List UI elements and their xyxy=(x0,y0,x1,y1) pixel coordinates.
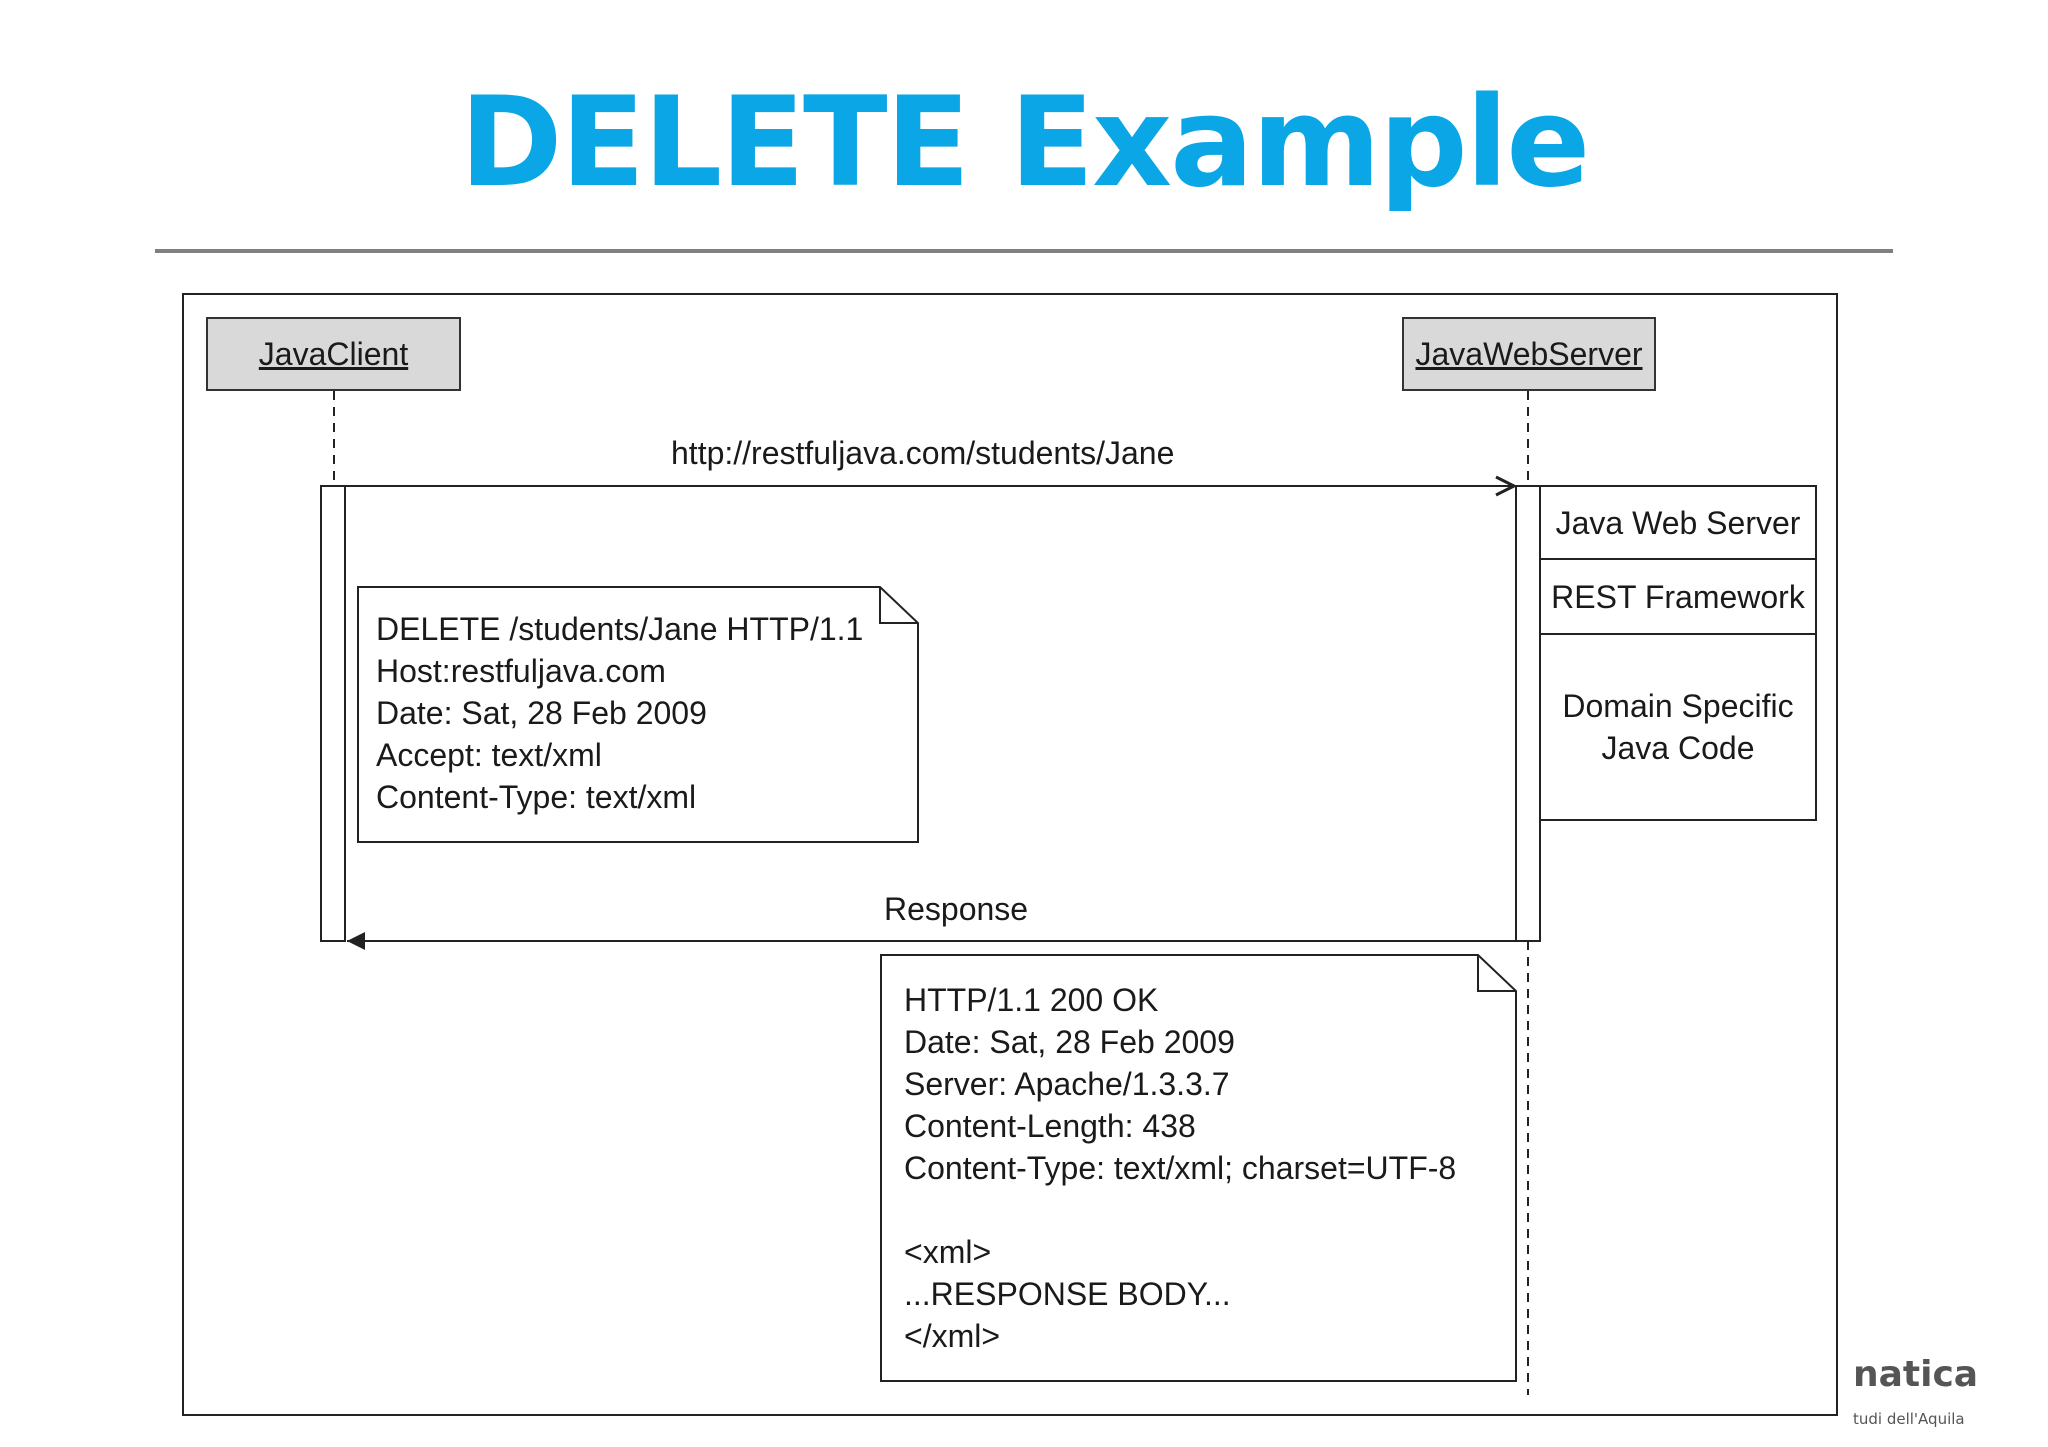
stack-layer-rest-framework: REST Framework xyxy=(1551,579,1805,615)
request-line-1: DELETE /students/Jane HTTP/1.1 xyxy=(376,611,864,647)
response-line-4: Content-Length: 438 xyxy=(904,1108,1196,1144)
response-line-5: Content-Type: text/xml; charset=UTF-8 xyxy=(904,1150,1457,1186)
stack-layer-domain-line-2: Java Code xyxy=(1601,730,1755,766)
server-stack-box xyxy=(1539,485,1817,821)
response-note-fold xyxy=(1477,955,1516,992)
title-divider xyxy=(155,249,1893,253)
server-actor-box xyxy=(1402,317,1656,391)
client-actor-box xyxy=(206,317,461,391)
response-arrowhead xyxy=(347,932,365,950)
request-note-box xyxy=(357,586,919,843)
stack-layer-domain-line-1: Domain Specific xyxy=(1562,688,1794,724)
response-line-9: </xml> xyxy=(904,1318,1001,1354)
request-line-5: Content-Type: text/xml xyxy=(376,779,697,815)
response-line-7: <xml> xyxy=(904,1234,992,1270)
request-line-2: Host:restfuljava.com xyxy=(376,653,666,689)
request-note-fold xyxy=(879,587,918,624)
logo-subtext: tudi dell'Aquila xyxy=(1853,1410,1965,1428)
diagram-frame xyxy=(182,293,1838,1416)
request-arrowhead xyxy=(1495,475,1518,497)
page-title: DELETE Example xyxy=(459,71,1591,215)
request-line-3: Date: Sat, 28 Feb 2009 xyxy=(376,695,707,731)
response-line-3: Server: Apache/1.3.3.7 xyxy=(904,1066,1230,1102)
request-line-4: Accept: text/xml xyxy=(376,737,602,773)
response-note-box xyxy=(880,954,1517,1382)
response-label: Response xyxy=(884,891,1029,927)
stack-layer-web-server: Java Web Server xyxy=(1555,505,1801,541)
client-activation-bar xyxy=(320,485,346,942)
server-activation-bar xyxy=(1515,485,1541,942)
response-line-8: ...RESPONSE BODY... xyxy=(904,1276,1231,1312)
server-actor-label: JavaWebServer xyxy=(1415,336,1643,372)
request-url-label: http://restfuljava.com/students/Jane xyxy=(671,435,1175,471)
logo-text: natica xyxy=(1853,1354,1979,1395)
response-line-2: Date: Sat, 28 Feb 2009 xyxy=(904,1024,1235,1060)
client-actor-label: JavaClient xyxy=(258,336,409,372)
response-line-1: HTTP/1.1 200 OK xyxy=(904,982,1159,1018)
